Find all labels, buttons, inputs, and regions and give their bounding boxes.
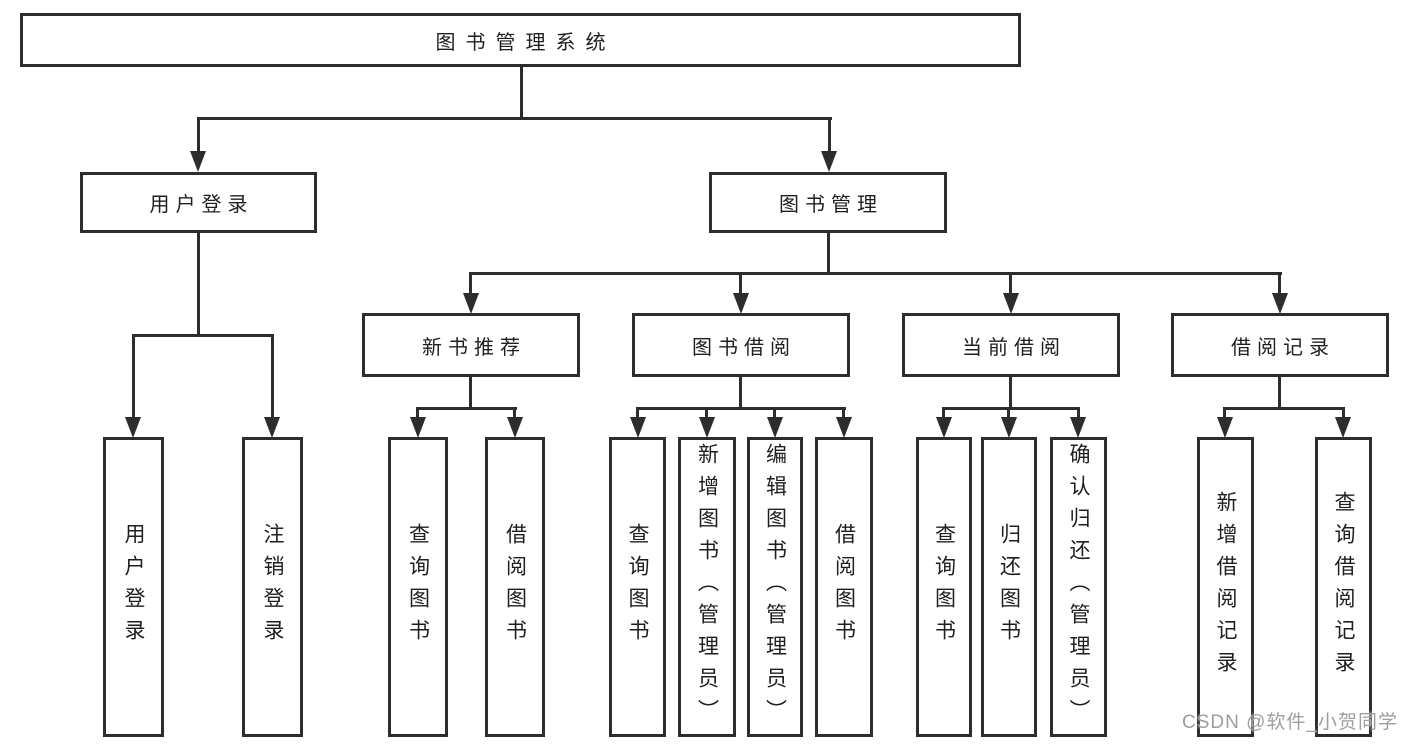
node-borrow-records: 借阅记录 [1171, 313, 1389, 377]
arrowhead-query-record [1335, 417, 1351, 438]
leaf-add-book-admin-label: 新增图书（管理员） [695, 443, 719, 731]
arrowhead-edit-book [767, 417, 783, 438]
leaf-confirm-return-admin-label: 确认归还（管理员） [1067, 443, 1090, 731]
node-book-borrow-label: 图书借阅 [692, 336, 796, 359]
leaf-borrow-query-book-label: 查询图书 [626, 523, 649, 651]
leaf-add-borrow-record: 新增借阅记录 [1197, 437, 1254, 737]
node-root-system: 图书管理系统 [20, 13, 1021, 67]
arrowhead-current-query [936, 417, 952, 438]
node-new-book-recommend: 新书推荐 [362, 313, 580, 377]
edge-level3-branch [470, 272, 1282, 275]
arrowhead-recommend-query [410, 417, 426, 438]
leaf-add-borrow-record-label: 新增借阅记录 [1214, 491, 1237, 683]
arrowhead-leaf-logout [264, 417, 280, 438]
leaf-logout-label: 注销登录 [261, 523, 284, 651]
edge-to-recommend-query [416, 407, 419, 419]
edge-current-branch [942, 407, 1080, 410]
edge-to-leaf-user-login [132, 334, 135, 419]
arrowhead-current-borrow [1003, 293, 1019, 314]
edge-to-add-book [705, 407, 708, 419]
arrowhead-borrow-query [630, 417, 646, 438]
edge-root-stem [520, 66, 523, 119]
edge-to-current-query [942, 407, 945, 419]
edge-records-stem [1278, 376, 1281, 410]
edge-to-add-record [1223, 407, 1226, 419]
node-current-borrow: 当前借阅 [902, 313, 1120, 377]
leaf-query-borrow-record-label: 查询借阅记录 [1332, 491, 1355, 683]
edge-to-recommend-borrow [513, 407, 516, 419]
arrowhead-book-management [821, 151, 837, 172]
arrowhead-new-book-recommend [463, 293, 479, 314]
edge-to-new-book-recommend [469, 272, 472, 295]
edge-to-edit-book [773, 407, 776, 419]
node-user-login-label: 用户登录 [149, 194, 254, 216]
edge-records-branch [1224, 407, 1345, 410]
edge-level2-branch [197, 117, 832, 120]
edge-to-return-book [1007, 407, 1010, 419]
leaf-edit-book-admin-label: 编辑图书（管理员） [763, 443, 787, 731]
node-book-borrow: 图书借阅 [632, 313, 850, 377]
leaf-confirm-return-admin: 确认归还（管理员） [1050, 437, 1107, 737]
edge-recommend-branch [416, 407, 517, 410]
arrowhead-borrow-book [836, 417, 852, 438]
node-current-borrow-label: 当前借阅 [962, 336, 1066, 359]
edge-to-confirm-return [1077, 407, 1080, 419]
leaf-add-book-admin: 新增图书（管理员） [678, 437, 736, 737]
edge-to-book-borrow [739, 272, 742, 295]
node-root-label: 图书管理系统 [435, 31, 616, 54]
arrowhead-recommend-borrow [507, 417, 523, 438]
arrowhead-user-login [190, 151, 206, 172]
edge-to-query-record [1342, 407, 1345, 419]
node-book-management-label: 图书管理 [779, 194, 883, 216]
arrowhead-leaf-user-login [125, 417, 141, 438]
edge-to-borrow-records [1278, 272, 1281, 295]
node-borrow-records-label: 借阅记录 [1231, 336, 1335, 359]
leaf-user-login: 用户登录 [103, 437, 164, 737]
leaf-borrow-book-label: 借阅图书 [832, 523, 856, 651]
arrowhead-book-borrow [733, 293, 749, 314]
arrowhead-return-book [1001, 417, 1017, 438]
edge-to-borrow-book [842, 407, 845, 419]
leaf-current-query-book-label: 查询图书 [932, 523, 956, 651]
edge-to-borrow-query [636, 407, 639, 419]
node-book-management: 图书管理 [709, 172, 947, 233]
leaf-return-book: 归还图书 [981, 437, 1037, 737]
leaf-query-borrow-record: 查询借阅记录 [1315, 437, 1372, 737]
leaf-logout: 注销登录 [242, 437, 303, 737]
node-user-login: 用户登录 [80, 172, 317, 233]
edge-recommend-stem [469, 376, 472, 410]
edge-current-stem [1009, 376, 1012, 410]
edge-to-leaf-logout [271, 334, 274, 419]
edge-book-management-stem [827, 233, 830, 274]
leaf-borrow-book: 借阅图书 [815, 437, 873, 737]
arrowhead-confirm-return [1070, 417, 1086, 438]
edge-to-user-login [197, 117, 200, 153]
edge-user-login-branch [132, 334, 274, 337]
leaf-current-query-book: 查询图书 [916, 437, 972, 737]
edge-to-current-borrow [1009, 272, 1012, 295]
csdn-watermark: CSDN @软件_小贺同学 [1182, 712, 1398, 733]
leaf-borrow-query-book: 查询图书 [609, 437, 666, 737]
leaf-recommend-borrow-book-label: 借阅图书 [503, 523, 527, 651]
leaf-return-book-label: 归还图书 [997, 523, 1021, 651]
edge-user-login-stem [197, 233, 200, 337]
leaf-recommend-query-book: 查询图书 [388, 437, 448, 737]
leaf-edit-book-admin: 编辑图书（管理员） [747, 437, 803, 737]
edge-borrow-stem [739, 376, 742, 410]
edge-to-book-management [828, 117, 831, 153]
arrowhead-add-record [1217, 417, 1233, 438]
edge-borrow-branch [636, 407, 846, 410]
leaf-recommend-borrow-book: 借阅图书 [485, 437, 545, 737]
node-new-book-recommend-label: 新书推荐 [422, 336, 526, 359]
arrowhead-borrow-records [1272, 293, 1288, 314]
leaf-user-login-label: 用户登录 [122, 523, 145, 651]
arrowhead-add-book [699, 417, 715, 438]
leaf-recommend-query-book-label: 查询图书 [406, 523, 430, 651]
